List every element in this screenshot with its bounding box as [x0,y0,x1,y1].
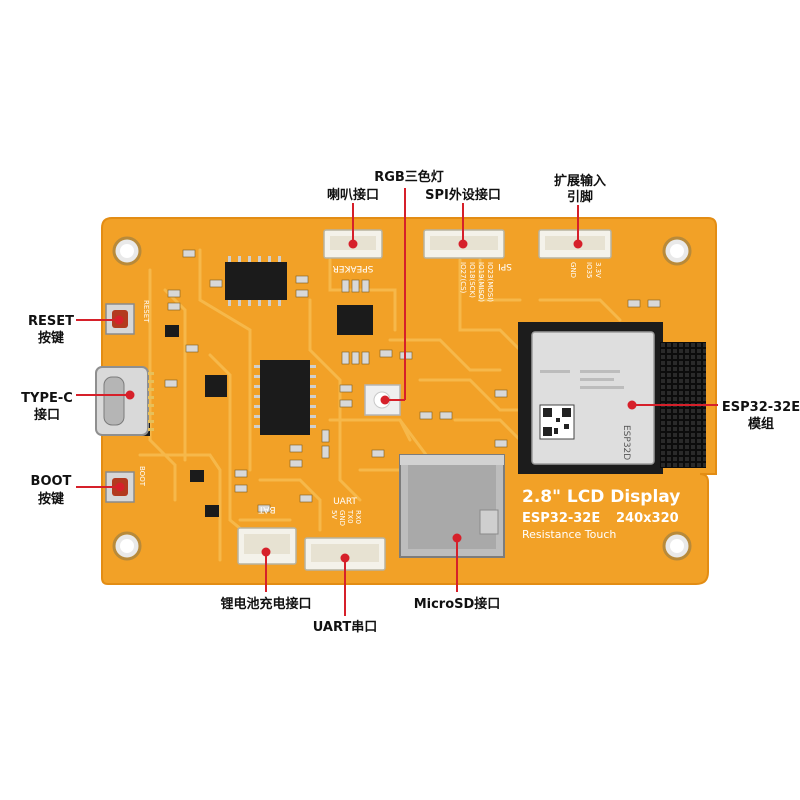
silkscreen: SPEAKER SPI IO23(MOSI) IO19(MISO) IO18(S… [138,261,680,541]
flash-ic [225,262,287,300]
regulator-ic [205,375,227,397]
pcb-traces [138,248,622,562]
callout-spi: SPI外设接口 [425,187,501,203]
audio-amp-ic [337,305,373,335]
callout-boot-2: 按键 [38,491,64,507]
silk-spi-pin-1: IO23(MOSI) [486,262,494,302]
callout-expansion-2: 引脚 [567,189,593,205]
mounting-holes [112,236,692,561]
ic-chips [205,256,373,435]
silk-ext-pin-1: GND [569,262,577,278]
silk-boot: BOOT [138,466,146,487]
board-resolution: 240x320 [616,511,679,526]
microsd-slot [399,454,505,558]
callout-speaker: 喇叭接口 [327,187,379,203]
callout-rgb-led: RGB三色灯 [374,169,444,185]
callout-esp32-1: ESP32-32E [722,400,800,415]
board-title: 2.8" LCD Display [522,487,680,507]
silk-uart: UART [333,497,357,507]
module-label: ESP32D [621,425,631,460]
passive-components [164,249,661,513]
callout-typec-1: TYPE-C [21,391,73,406]
callout-esp32-2: 模组 [748,416,774,432]
callout-labels: RGB三色灯 喇叭接口 SPI外设接口 扩展输入 引脚 RESET 按键 TYP… [21,169,800,635]
silk-spi-pin-4: IO27(CS) [459,262,467,294]
silk-uart-pin-2: TX0 [346,509,354,524]
silk-speaker: SPEAKER [333,263,374,273]
silk-spi-pin-3: IO18(SCK) [468,262,476,298]
silk-ext-pin-2: 3.3V [594,262,602,278]
silk-reset: RESET [142,300,150,323]
callout-uart: UART串口 [313,619,378,635]
usb-c-port [95,366,154,436]
callout-reset-2: 按键 [38,330,64,346]
usb-uart-ic [260,360,310,435]
silk-uart-pin-4: 5V [330,510,338,519]
callout-boot-1: BOOT [31,474,72,489]
esp32-module [518,322,663,474]
leader-lines [76,188,718,616]
silk-bat: BAT [258,504,276,514]
callout-microsd: MicroSD接口 [414,596,501,612]
callout-typec-2: 接口 [34,407,60,423]
silk-uart-pin-3: GND [338,510,346,526]
silk-ext-pin-3: IO35 [585,262,593,278]
silk-spi-pin-2: IO19(MISO) [477,262,485,302]
board-touch: Resistance Touch [522,528,616,541]
silk-spi: SPI [498,261,512,271]
callout-battery: 锂电池充电接口 [220,596,311,612]
callout-reset-1: RESET [28,314,74,329]
callout-dots [114,239,637,563]
pcb-board [101,217,717,585]
silk-uart-pin-1: RX0 [354,510,362,524]
callout-expansion-1: 扩展输入 [554,173,606,189]
board-model: ESP32-32E [522,511,600,526]
